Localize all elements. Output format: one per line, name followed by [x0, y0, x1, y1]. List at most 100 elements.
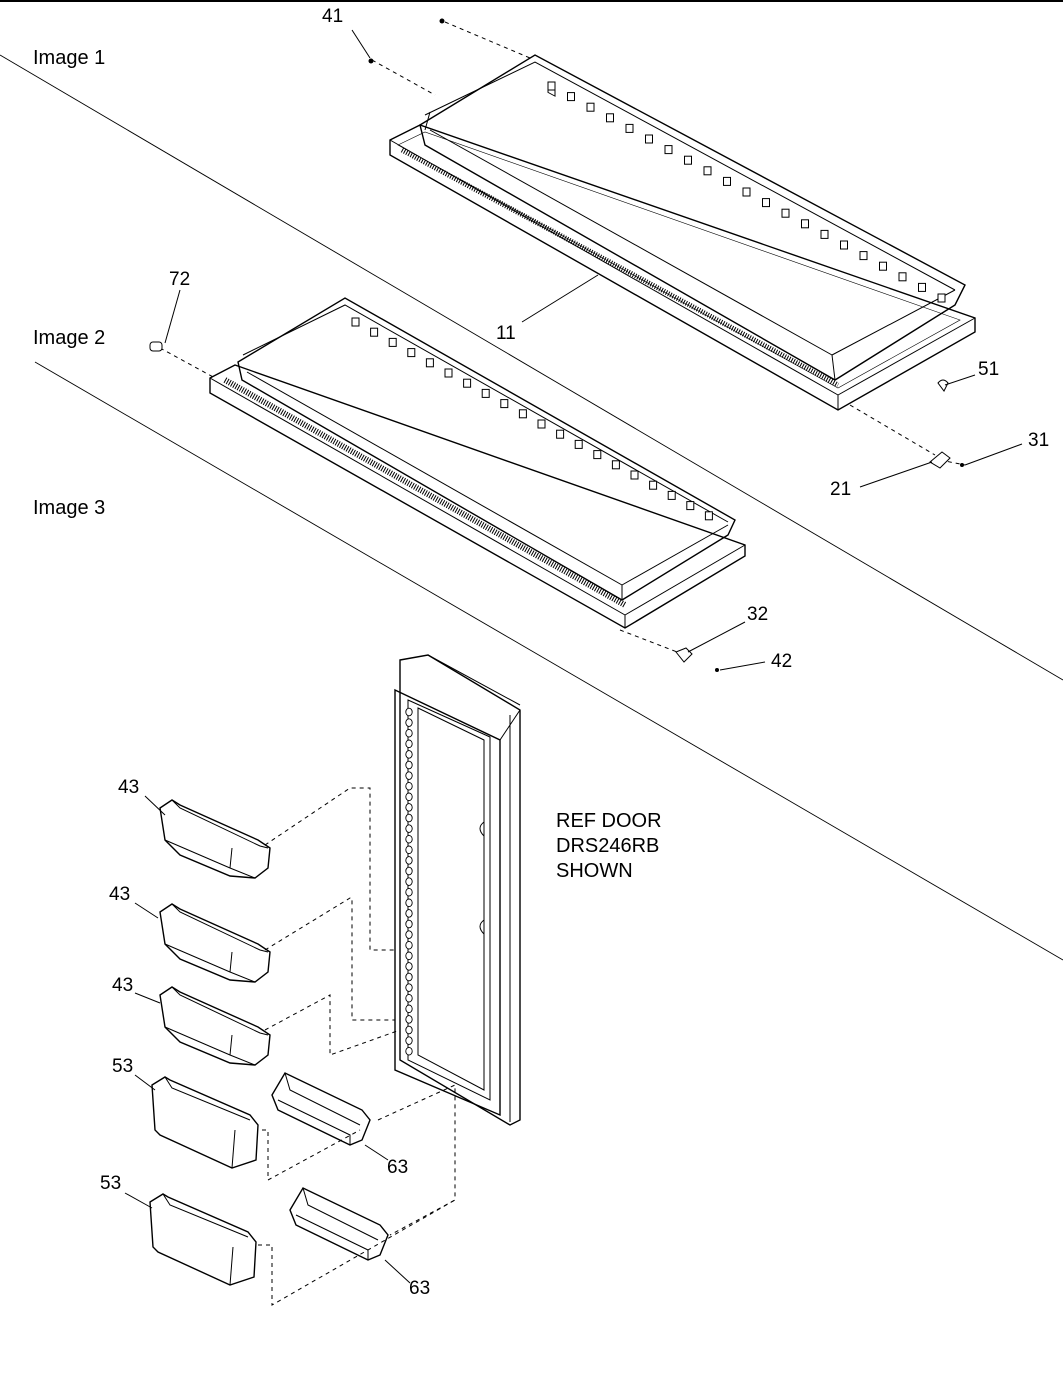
slot	[742, 187, 751, 197]
shelf-dimple	[405, 877, 413, 886]
callout-63-b: 63	[409, 1278, 430, 1299]
hardware	[149, 18, 964, 672]
slot	[703, 166, 712, 176]
slot	[547, 81, 556, 91]
door-bin-53-b	[149, 1193, 257, 1286]
slot	[801, 219, 809, 229]
shelf-dimple	[405, 771, 413, 780]
slot	[586, 102, 595, 112]
door-bin-43-c	[159, 986, 271, 1066]
slot	[937, 293, 946, 303]
slot	[606, 113, 614, 123]
shelf-dimple	[405, 1025, 413, 1035]
slot	[500, 399, 509, 409]
slot	[762, 198, 770, 208]
callout-53-a: 53	[112, 1056, 133, 1077]
callout-41: 41	[322, 6, 343, 27]
shelf-dimple	[405, 972, 413, 982]
door-bin-53-a	[151, 1076, 259, 1169]
shelf-dimple	[405, 718, 413, 727]
callout-53-b: 53	[100, 1173, 121, 1194]
shelf-dimple	[405, 739, 413, 749]
slot	[645, 134, 653, 144]
door-bin-43-b	[159, 903, 271, 983]
shelf-dimple	[405, 813, 413, 823]
slot	[664, 145, 673, 155]
slot	[918, 282, 926, 292]
slot	[649, 480, 658, 490]
assembly-lines	[159, 21, 966, 1306]
callout-43-b: 43	[109, 884, 130, 905]
shelf-dimple	[405, 707, 413, 717]
shelf-dimple	[405, 728, 413, 738]
note-line-1: REF DOOR	[556, 810, 662, 832]
shelf-dimple	[405, 792, 413, 802]
section-label-image-2: Image 2	[33, 327, 105, 349]
shelf-dimple	[405, 898, 413, 908]
slot	[351, 317, 360, 327]
screw-31	[960, 463, 964, 467]
shelf-dimple	[405, 1036, 413, 1045]
slot	[370, 327, 379, 337]
door-bin-63-a	[271, 1072, 371, 1146]
slot	[567, 92, 575, 102]
callout-42: 42	[771, 651, 792, 672]
shelf-dimple	[405, 845, 413, 855]
screw-42	[715, 668, 719, 672]
section-label-image-3: Image 3	[33, 497, 105, 519]
slot	[463, 378, 472, 388]
shelf-dimple	[405, 940, 413, 950]
slot	[686, 501, 695, 511]
slot	[630, 470, 639, 480]
slot	[859, 251, 868, 261]
slot	[625, 123, 634, 133]
callout-21: 21	[830, 479, 851, 500]
slot	[388, 337, 397, 347]
slot	[481, 388, 490, 398]
shelf-dimple	[405, 824, 413, 833]
slot	[444, 368, 453, 378]
door-frame-top	[389, 54, 976, 411]
callout-43-a: 43	[118, 777, 139, 798]
slot	[723, 176, 731, 186]
shelf-dimple	[405, 930, 413, 939]
screw-41b	[439, 18, 445, 24]
door-bin-63-b	[289, 1187, 389, 1261]
slot	[593, 450, 602, 460]
callout-43-c: 43	[112, 975, 133, 996]
door-frame-middle-slots	[351, 317, 713, 521]
note-line-2: DRS246RB	[556, 835, 659, 857]
door-left-dimples	[405, 707, 413, 1056]
slot	[425, 358, 434, 368]
slot	[537, 419, 546, 429]
callout-11: 11	[496, 323, 516, 344]
shelf-dimple	[405, 781, 413, 791]
slot	[667, 490, 676, 500]
shelf-dimple	[405, 1004, 413, 1014]
shelf-dimple	[405, 909, 413, 918]
screw-41	[368, 58, 374, 64]
slot	[879, 261, 887, 271]
shelf-dimple	[405, 760, 413, 770]
callout-72: 72	[169, 269, 190, 290]
slot	[684, 155, 692, 165]
slot	[898, 272, 907, 282]
plug-72	[149, 341, 163, 352]
callout-63-a: 63	[387, 1157, 408, 1178]
slot	[781, 208, 790, 218]
shelf-dimple	[405, 983, 413, 992]
note-line-3: SHOWN	[556, 860, 633, 882]
slot	[820, 229, 829, 239]
model-note: REF DOOR DRS246RB SHOWN	[556, 810, 662, 882]
shelf-dimple	[405, 750, 413, 759]
shelf-dimple	[405, 866, 413, 876]
leader-lines	[124, 29, 1023, 1284]
divider-image-1	[0, 54, 1063, 681]
shelf-dimple	[405, 834, 413, 844]
shelf-dimple	[405, 1015, 413, 1024]
shelf-dimple	[405, 993, 413, 1003]
slot	[556, 429, 565, 439]
hinge-cap-51	[937, 379, 949, 392]
